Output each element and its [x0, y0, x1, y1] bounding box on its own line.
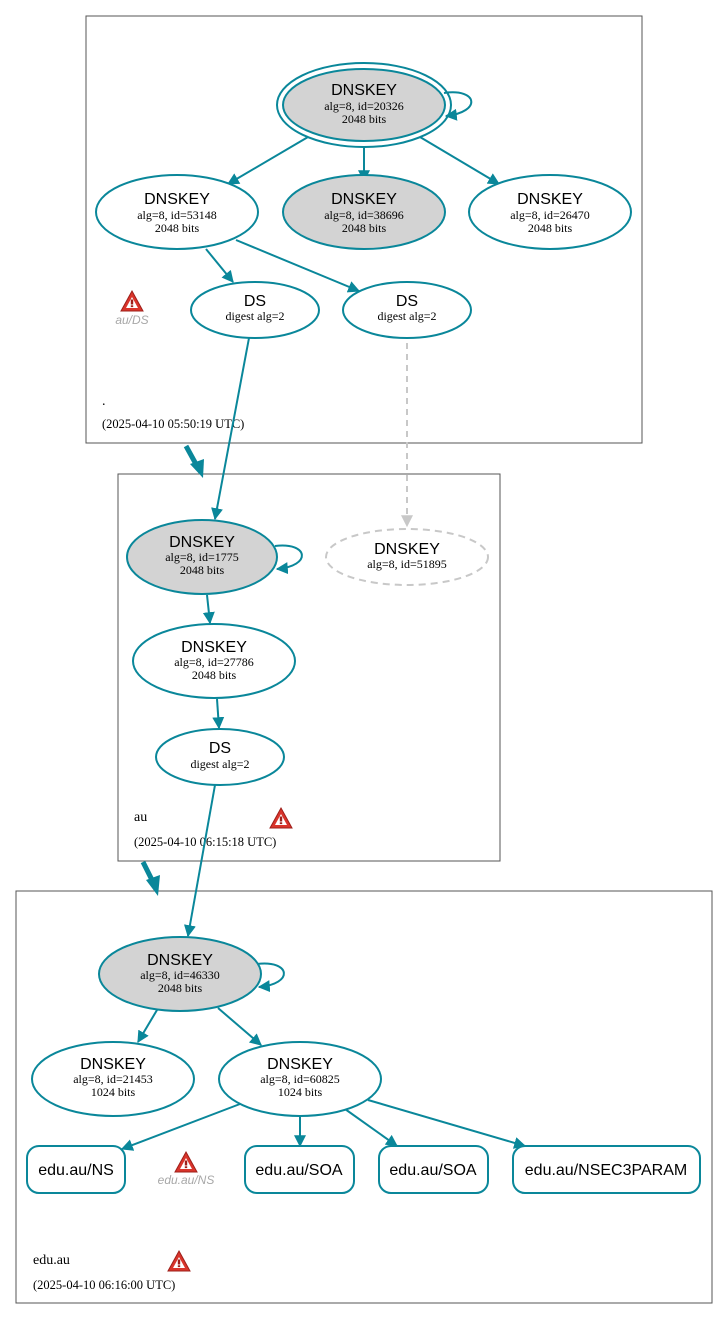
edge-46330-21453: [137, 1009, 158, 1044]
warning-icon: [269, 807, 293, 829]
edge-60825-ns: [120, 1103, 241, 1151]
zone-au-border: [117, 473, 501, 862]
zone-edu-au-label: edu.au: [33, 1253, 70, 1268]
node-title: DNSKEY: [181, 639, 247, 656]
node-au-ds: DS digest alg=2: [155, 728, 285, 786]
node-edu-dnskey-21453: DNSKEY alg=8, id=21453 1024 bits: [31, 1041, 195, 1117]
warning-icon: [174, 1151, 198, 1173]
delegation-arrow-root-au: [183, 444, 204, 478]
node-title: DNSKEY: [169, 534, 235, 551]
node-line1: alg=8, id=20326: [324, 99, 404, 113]
node-line1: alg=8, id=51895: [367, 557, 447, 571]
node-line1: alg=8, id=26470: [510, 208, 590, 222]
node-title: DNSKEY: [331, 82, 397, 99]
node-edu-ns: edu.au/NS: [26, 1145, 126, 1194]
edge-au-1775-self: [274, 544, 303, 575]
node-title: DS: [209, 740, 231, 757]
warning-edu-ns: edu.au/NS: [158, 1151, 215, 1187]
edge-ds1-au-1775: [211, 337, 250, 521]
node-title: DS: [396, 293, 418, 310]
delegation-arrow-au-edu: [140, 860, 160, 896]
zone-root-time: (2025-04-10 05:50:19 UTC): [102, 417, 244, 431]
node-line1: digest alg=2: [190, 757, 249, 771]
node-title: DNSKEY: [331, 191, 397, 208]
zone-root-label: .: [102, 394, 106, 409]
node-line2: 2048 bits: [342, 221, 387, 235]
node-edu-dnskey-60825: DNSKEY alg=8, id=60825 1024 bits: [218, 1041, 382, 1117]
node-line1: alg=8, id=46330: [140, 968, 220, 982]
node-root-dnskey-53148: DNSKEY alg=8, id=53148 2048 bits: [95, 174, 259, 250]
node-title: DNSKEY: [80, 1056, 146, 1073]
node-line2: 2048 bits: [180, 563, 225, 577]
zone-root-border: [85, 15, 643, 444]
edge-root-ksk-self: [443, 91, 473, 121]
node-title: DS: [244, 293, 266, 310]
node-line1: alg=8, id=27786: [174, 655, 254, 669]
warning-label: edu.au/NS: [158, 1173, 215, 1187]
edges: [120, 91, 527, 1151]
node-title: edu.au/NSEC3PARAM: [525, 1162, 687, 1179]
edge-53148-ds1: [205, 248, 234, 283]
zone-root: . (2025-04-10 05:50:19 UTC): [85, 15, 643, 444]
node-title: DNSKEY: [144, 191, 210, 208]
zone-edu-au-border: [15, 890, 713, 1304]
node-title: edu.au/NS: [38, 1162, 114, 1179]
node-au-ksk-1775: DNSKEY alg=8, id=1775 2048 bits: [126, 519, 278, 595]
node-au-dnskey-51895-missing: DNSKEY alg=8, id=51895: [325, 528, 489, 586]
warning-icon: [120, 290, 144, 312]
node-line2: 2048 bits: [155, 221, 200, 235]
node-edu-soa-2: edu.au/SOA: [378, 1145, 489, 1194]
node-line2: 1024 bits: [278, 1085, 323, 1099]
edge-60825-nsec3param: [367, 1099, 527, 1149]
node-au-dnskey-27786: DNSKEY alg=8, id=27786 2048 bits: [132, 623, 296, 699]
node-line2: 2048 bits: [528, 221, 573, 235]
node-line2: 2048 bits: [158, 981, 203, 995]
warning-au-zone: [269, 807, 293, 829]
warning-au-ds: au/DS: [115, 290, 149, 327]
node-line2: 2048 bits: [192, 668, 237, 682]
node-line1: alg=8, id=38696: [324, 208, 404, 222]
node-line1: alg=8, id=1775: [165, 550, 239, 564]
edge-53148-ds2: [235, 239, 361, 293]
node-edu-soa-1: edu.au/SOA: [244, 1145, 355, 1194]
node-title: edu.au/SOA: [389, 1162, 477, 1179]
node-title: DNSKEY: [267, 1056, 333, 1073]
warning-label: au/DS: [115, 313, 148, 327]
node-line2: 2048 bits: [342, 112, 387, 126]
node-title: DNSKEY: [374, 541, 440, 558]
zone-edu-au: edu.au (2025-04-10 06:16:00 UTC): [15, 890, 713, 1304]
node-title: DNSKEY: [517, 191, 583, 208]
node-title: DNSKEY: [147, 952, 213, 969]
node-root-ksk-20326: DNSKEY alg=8, id=20326 2048 bits: [276, 62, 452, 148]
warning-icon: [167, 1250, 191, 1272]
node-line1: digest alg=2: [225, 309, 284, 323]
edge-1775-27786: [202, 594, 215, 625]
node-line1: digest alg=2: [377, 309, 436, 323]
edge-27786-au-ds: [212, 698, 225, 730]
zone-au-label: au: [134, 810, 147, 825]
node-root-ds-2: DS digest alg=2: [342, 281, 472, 339]
edge-root-ksk-53148: [226, 136, 309, 185]
edge-edu-46330-self: [256, 962, 285, 993]
edge-46330-60825: [217, 1007, 262, 1046]
node-line2: 1024 bits: [91, 1085, 136, 1099]
node-edu-nsec3param: edu.au/NSEC3PARAM: [512, 1145, 701, 1194]
edge-au-ds-46330: [183, 784, 216, 938]
node-root-dnskey-26470: DNSKEY alg=8, id=26470 2048 bits: [468, 174, 632, 250]
node-line1: alg=8, id=60825: [260, 1072, 340, 1086]
node-line1: alg=8, id=21453: [73, 1072, 153, 1086]
node-root-dnskey-38696: DNSKEY alg=8, id=38696 2048 bits: [282, 174, 446, 250]
edge-60825-soa2: [344, 1108, 398, 1147]
node-title: edu.au/SOA: [255, 1162, 343, 1179]
edge-root-ksk-26470: [419, 136, 501, 185]
zone-edu-au-time: (2025-04-10 06:16:00 UTC): [33, 1278, 175, 1292]
node-edu-ksk-46330: DNSKEY alg=8, id=46330 2048 bits: [98, 936, 262, 1012]
node-root-ds-1: DS digest alg=2: [190, 281, 320, 339]
warning-edu-zone: [167, 1250, 191, 1272]
node-line1: alg=8, id=53148: [137, 208, 217, 222]
